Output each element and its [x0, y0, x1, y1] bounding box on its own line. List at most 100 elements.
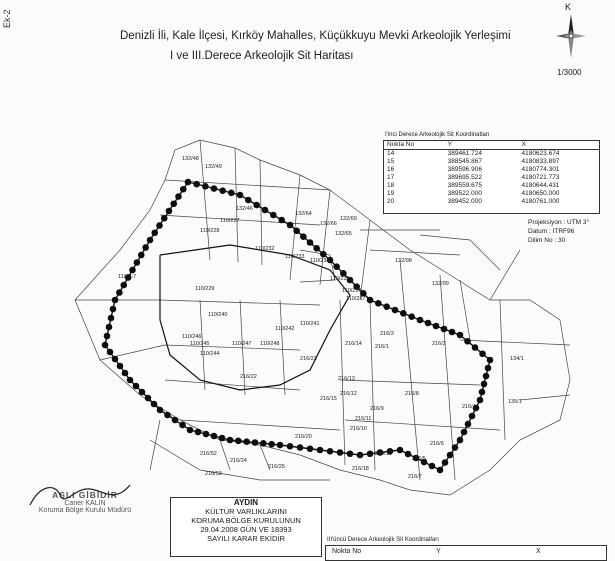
boundary-marker: [175, 193, 182, 200]
cell-point: 19: [387, 190, 395, 197]
boundary-marker: [210, 185, 218, 192]
parcel-label: 132/49: [205, 164, 222, 170]
boundary-marker: [451, 444, 459, 451]
col-header-y: Y: [444, 141, 519, 150]
boundary-marker: [428, 462, 436, 470]
boundary-marker: [479, 350, 486, 358]
seal-name: Caner KALIN: [64, 500, 106, 507]
boundary-marker: [261, 206, 269, 214]
boundary-marker: [482, 372, 490, 380]
boundary-marker: [151, 229, 159, 237]
boundary-marker: [306, 445, 314, 453]
stamp-line: KORUMA BÖLGE KURULUNUN: [191, 516, 301, 525]
boundary-marker: [116, 362, 124, 370]
boundary-marker: [333, 263, 340, 270]
boundary-marker: [106, 348, 114, 356]
boundary-marker: [276, 441, 284, 449]
boundary-marker: [471, 344, 479, 351]
boundary-marker: [156, 222, 163, 229]
boundary-marker: [456, 436, 464, 444]
cell-x: 4180761.000: [521, 198, 560, 205]
map-scale: 1/3000: [557, 68, 582, 77]
stamp-city: AYDIN: [233, 498, 259, 507]
boundary-marker: [293, 227, 300, 235]
boundary-marker: [375, 300, 382, 307]
boundary-marker: [126, 376, 134, 384]
parcel-label: 216/6: [430, 441, 444, 447]
parcel-label: 110/242: [275, 326, 294, 332]
parcel-label: 216/14: [345, 341, 362, 347]
map-title: Denizli İli, Kale İlçesi, Kırköy Mahalle…: [120, 30, 511, 42]
council-stamp: AYDIN KÜLTÜR VARLIKLARINI KORUMA BÖLGE K…: [170, 497, 322, 557]
projection-label: Projeksiyon : UTM 3°: [528, 219, 590, 226]
datum-label: Datum : ITRF96: [528, 228, 575, 235]
boundary-marker: [260, 440, 267, 447]
parcel-label: 134/1: [510, 356, 524, 362]
parcel-label: 110/240: [208, 312, 227, 318]
boundary-marker: [243, 438, 250, 445]
boundary-marker: [107, 314, 115, 322]
cell-y: 389596.906: [447, 166, 482, 173]
boundary-marker: [202, 183, 209, 190]
parcel-label: 216/5: [412, 456, 426, 462]
boundary-marker: [486, 356, 494, 364]
boundary-marker: [101, 341, 109, 349]
seal-title: ASLI GİBİDİR: [52, 490, 118, 500]
zone-label: Dilim No : 30: [528, 237, 566, 244]
boundary-markers: [101, 178, 494, 474]
third-degree-boundary: [159, 244, 351, 391]
parcel-label: 110/246: [182, 334, 201, 340]
cell-point: 15: [387, 158, 395, 165]
parcel-label: 216/4: [462, 404, 476, 410]
boundary-marker: [120, 281, 128, 289]
boundary-marker: [441, 459, 449, 466]
parcel-label: 110/235: [330, 276, 349, 282]
parcel-label: 110/2-7: [118, 274, 136, 280]
boundary-marker: [346, 276, 354, 284]
boundary-marker: [306, 239, 314, 246]
boundary-marker: [400, 310, 407, 317]
cell-x: 4180623.674: [521, 150, 560, 157]
stamp-line: SAYILI KARAR EKİDİR: [207, 534, 285, 543]
cell-point: 16: [387, 166, 395, 173]
boundary-marker: [124, 274, 132, 281]
boundary-marker: [316, 446, 324, 454]
boundary-marker: [476, 396, 484, 404]
boundary-marker: [245, 196, 252, 204]
boundary-marker: [336, 449, 344, 456]
boundary-marker: [480, 380, 488, 388]
certification-seal: ASLI GİBİDİR Caner KALIN Koruma Bölge Ku…: [30, 490, 140, 530]
parcel-label: 216/7: [408, 474, 422, 480]
map-subtitle: I ve III.Derece Arkeolojik Sit Haritası: [170, 50, 354, 62]
signature-icon: [29, 484, 131, 506]
boundary-marker: [156, 406, 164, 414]
parcel-label: 216/2: [432, 341, 446, 347]
parcel-label: 216/9: [370, 406, 384, 412]
parcel-label: 216/11: [355, 416, 371, 422]
parcel-label: 110/237: [346, 296, 365, 302]
cell-y: 389522.000: [447, 190, 482, 197]
stamp-date: 29.04.2008 GÜN VE 18393: [200, 525, 292, 534]
boundary-marker: [235, 437, 242, 445]
boundary-marker: [468, 412, 476, 420]
coords-table2-title: III'üncü Derece Arkeolojik Sit Koordinat…: [327, 537, 439, 543]
parcel-label: 216/10: [350, 426, 367, 432]
parcel-label: 216/52: [200, 451, 217, 457]
parcel-label: 135/1: [508, 399, 522, 405]
boundary-marker: [340, 270, 347, 277]
boundary-marker: [366, 296, 374, 304]
col-header-x: X: [536, 548, 541, 555]
cell-point: 18: [387, 182, 395, 189]
parcel-label: 132/46: [236, 206, 253, 212]
boundary-marker: [432, 322, 440, 330]
parcel-label: 132/98: [395, 258, 412, 264]
parcel-label: 216/25: [268, 464, 285, 470]
projection-info: Projeksiyon : UTM 3° Datum : ITRF96 Dili…: [528, 218, 589, 245]
cell-x: 4180833.897: [521, 158, 560, 165]
boundary-marker: [184, 178, 192, 186]
boundary-marker: [386, 447, 394, 455]
boundary-marker: [360, 290, 367, 297]
boundary-marker: [218, 434, 226, 442]
